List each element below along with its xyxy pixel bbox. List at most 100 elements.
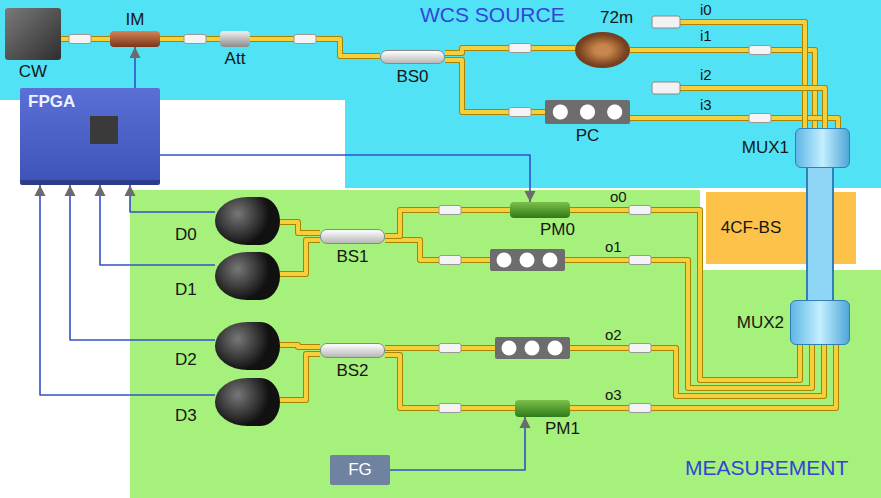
polarization-controller: PC [545,100,630,124]
region-panel: MEASUREMENTPM0D0BS1D1MUX2D2BS2D3PM1FG [130,190,881,498]
port-label: i2 [700,66,712,83]
ferrule [749,46,771,55]
measurement-region [130,190,881,498]
source-region [0,0,881,188]
open-fiber [680,22,825,128]
node-label: PM0 [540,220,575,240]
connector-line [280,222,320,233]
port-label: i3 [700,96,712,113]
region-title: MEASUREMENT [685,456,848,480]
signal-wire [65,185,216,340]
connector-line [70,185,215,340]
connector-line [280,222,320,233]
optical-fiber [445,60,545,112]
port-label: o0 [610,188,627,205]
ferrule [439,206,461,215]
connector-line [806,168,834,300]
beam-splitter: BS0 [380,50,445,64]
node-label: IM [126,10,145,30]
ferrule [629,206,651,215]
node-label: D2 [175,350,197,370]
detector: D0 [215,197,280,245]
connector-line [570,345,836,408]
phase-modulator: PM1 [515,400,570,417]
attenuator: Att [220,31,250,47]
node-label: D0 [175,225,197,245]
optical-fiber [570,345,836,408]
signal-wire [35,185,216,395]
ferrule [184,35,206,44]
optical-fiber [280,222,320,233]
arrow-head [95,185,106,196]
connector-line [40,185,215,395]
connector-line [445,60,545,112]
signal-wire [95,185,216,265]
port-label: i1 [700,27,712,44]
ferrule-group [69,35,771,413]
connector-line [100,185,215,265]
node-label: BS1 [336,247,368,267]
signal-wire [125,185,216,212]
arrow-head [65,185,76,196]
arrow-head [130,47,141,58]
multiplexer: MUX2 [790,300,850,345]
connector-line [390,417,525,470]
node-label: 72m [600,8,633,28]
node-label: MUX2 [737,313,784,333]
ferrule [69,35,91,44]
signal-wire [160,155,536,202]
node-label: D1 [175,280,197,300]
region-title: WCS SOURCE [420,3,565,27]
beam-splitter: BS2 [320,343,385,358]
phase-modulator: PM0 [510,202,570,218]
connector-line [385,355,515,408]
node-label: PC [576,126,600,146]
ferrule [509,108,531,117]
node-label: D3 [175,406,197,426]
connector-line [280,345,320,347]
ferrule [629,256,651,265]
connector-line [280,240,320,274]
optical-fiber [280,240,320,274]
optical-fiber [280,345,320,347]
ferrule [629,404,651,413]
connector-line [280,240,320,274]
port-label: i0 [700,1,712,18]
connector-line [808,168,832,300]
ferrule [629,344,651,353]
ferrule [439,256,461,265]
fiber-connector [652,16,680,28]
connector-line [280,354,320,400]
node-label: PM1 [545,419,580,439]
node-label: BS2 [336,361,368,381]
connector-line [280,354,320,400]
arrow-head [520,417,531,428]
multiplexer: MUX1 [795,128,850,168]
detector: D3 [215,378,280,426]
connector-line [160,155,530,202]
detector: D1 [215,252,280,300]
ferrule [439,404,461,413]
laser-source: CW [5,8,61,60]
ferrule [749,114,771,123]
polarization-controller [495,337,570,359]
arrow-head [35,185,46,196]
connector-line [445,60,545,112]
port-label: o2 [605,326,622,343]
detector: D2 [215,322,280,370]
optical-fiber [280,354,320,400]
node-label: Att [225,49,246,69]
node-label: FG [348,460,372,480]
node-label: FPGA [28,92,75,112]
ferrule [509,44,531,53]
port-label: o1 [605,238,622,255]
port-label: o3 [605,386,622,403]
ferrule [294,35,316,44]
arrow-head [125,185,136,196]
connector-line [385,355,515,408]
fiber-spool: 72m [575,32,630,68]
connector-line [280,345,320,347]
signal-wire [130,47,141,88]
connector-line [570,345,836,408]
connector-line [130,185,215,212]
